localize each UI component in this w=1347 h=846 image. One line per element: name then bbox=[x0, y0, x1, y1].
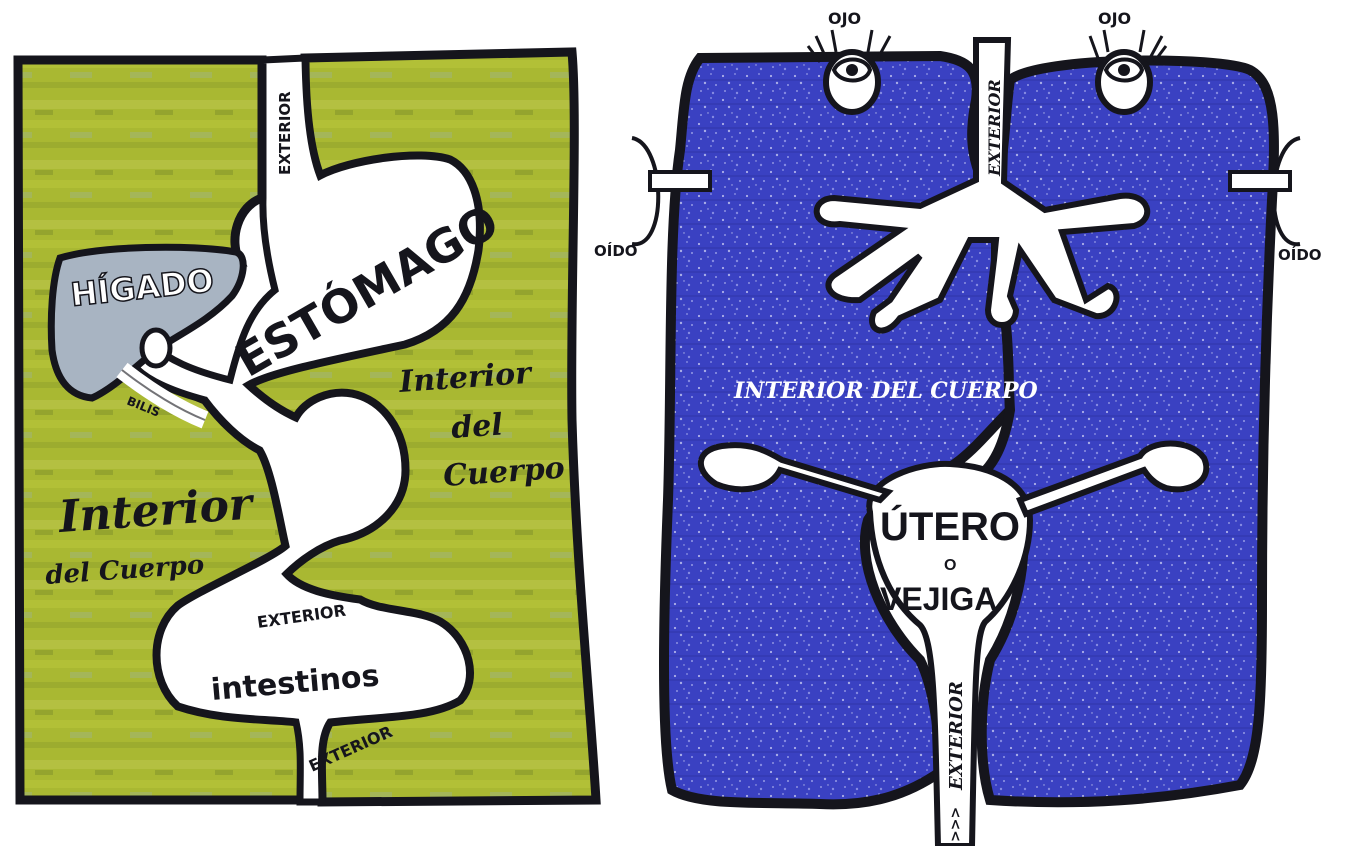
ojo-left-label: OJO bbox=[828, 9, 861, 28]
exterior-arrows: >>> bbox=[948, 807, 964, 842]
cavity-diagram: OJO OJO OÍDO OÍDO EXTERIOR INTERIOR DEL … bbox=[594, 9, 1322, 846]
exterior-top-label: EXTERIOR bbox=[276, 91, 294, 175]
interior-right-line2: del bbox=[450, 407, 504, 446]
exterior-top-right-label: EXTERIOR bbox=[985, 79, 1004, 177]
vejiga-label: VEJIGA bbox=[880, 581, 997, 617]
o-label: O bbox=[944, 557, 956, 574]
utero-label: ÚTERO bbox=[880, 503, 1020, 549]
oido-left-label: OÍDO bbox=[594, 241, 638, 260]
ojo-right-label: OJO bbox=[1098, 9, 1131, 28]
oido-right-label: OÍDO bbox=[1278, 245, 1322, 264]
exterior-bottom-right-label: EXTERIOR bbox=[946, 681, 967, 791]
gallbladder bbox=[142, 330, 170, 366]
digestive-diagram: EXTERIOR ESTÓMAGO HÍGADO BILIS Interior … bbox=[18, 52, 596, 802]
interior-cuerpo-label: INTERIOR DEL CUERPO bbox=[733, 378, 1038, 404]
